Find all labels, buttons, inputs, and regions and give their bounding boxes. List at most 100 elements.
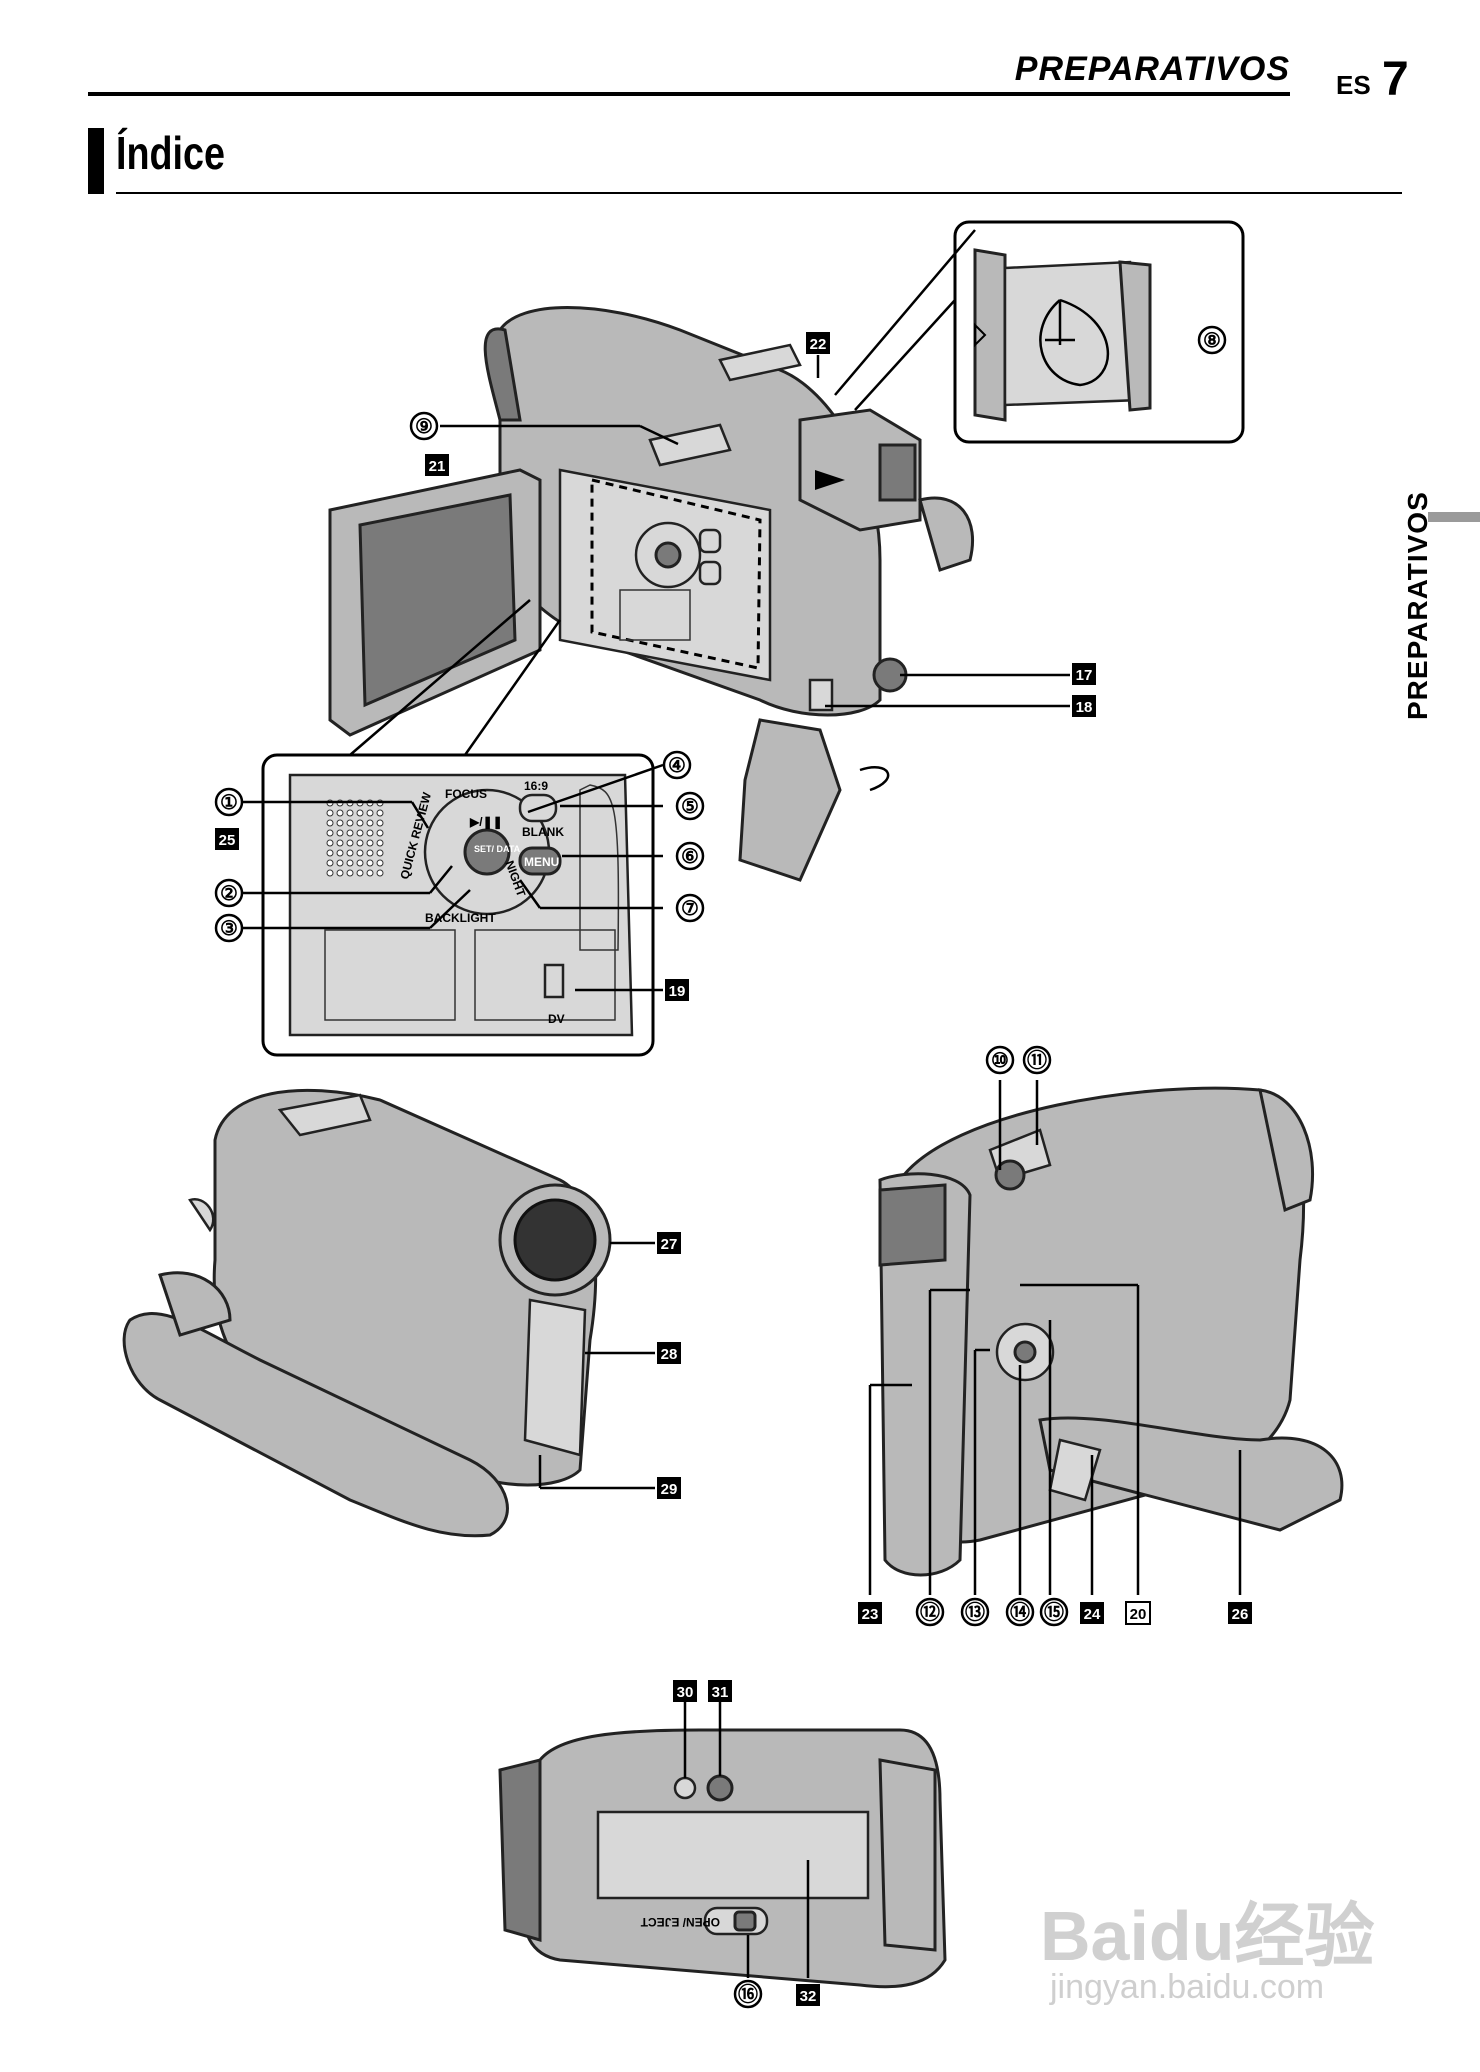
speaker-hole (356, 859, 364, 867)
speaker-hole (326, 809, 334, 817)
svg-text:29: 29 (661, 1481, 678, 1498)
callout-6: ⑥ (675, 841, 705, 871)
speaker-hole (356, 869, 364, 877)
ratio-label: 16:9 (524, 779, 548, 793)
speaker-hole (376, 829, 384, 837)
callout-3: ③ (214, 913, 244, 943)
callout-4: ④ (662, 750, 692, 780)
svg-text:⑬: ⑬ (965, 1601, 985, 1624)
title-marker (88, 128, 104, 194)
svg-text:20: 20 (1130, 1606, 1147, 1623)
callout-8: ⑧ (1197, 325, 1227, 355)
callout-23: 23 (858, 1602, 882, 1624)
svg-text:28: 28 (661, 1346, 678, 1363)
callout-21: 21 (425, 454, 449, 476)
callout-19: 19 (665, 979, 689, 1001)
svg-text:31: 31 (712, 1684, 729, 1701)
set-data-label: SET/ DATA (474, 844, 521, 854)
speaker-hole (376, 809, 384, 817)
camera-bottom-view (498, 1728, 947, 1989)
svg-text:⑮: ⑮ (1044, 1601, 1064, 1624)
speaker-hole (336, 869, 344, 877)
svg-text:17: 17 (1076, 667, 1093, 684)
camera-back-view (878, 1086, 1344, 1577)
backlight-label: BACKLIGHT (425, 911, 496, 925)
speaker-hole (356, 809, 364, 817)
language-code: ES (1336, 70, 1371, 100)
section-header: PREPARATIVOS (1014, 50, 1290, 88)
speaker-hole (366, 829, 374, 837)
watermark-url: jingyan.baidu.com (1050, 1968, 1325, 2006)
speaker-hole (326, 839, 334, 847)
callout-32: 32 (796, 1984, 820, 2006)
callout-9: ⑨ (409, 411, 439, 441)
speaker-hole (346, 839, 354, 847)
leader-lines (243, 355, 1242, 1978)
callout-10: ⑩ (985, 1045, 1015, 1075)
speaker-hole (336, 809, 344, 817)
svg-text:18: 18 (1076, 699, 1093, 716)
callout-7: ⑦ (675, 893, 705, 923)
svg-text:⑯: ⑯ (738, 1983, 758, 2006)
callout-15: ⑮ (1039, 1597, 1069, 1627)
speaker-hole (366, 869, 374, 877)
open-eject-label: OPEN/ EJECT (640, 1915, 720, 1929)
svg-text:③: ③ (220, 918, 238, 940)
speaker-hole (366, 839, 374, 847)
callout-29: 29 (657, 1477, 681, 1499)
speaker-hole (336, 859, 344, 867)
svg-text:⑦: ⑦ (681, 898, 699, 920)
speaker-hole (356, 829, 364, 837)
eyecup-detail-inset (834, 220, 1245, 444)
svg-text:23: 23 (862, 1606, 879, 1623)
watermark-brand: Baidu经验 (1040, 1897, 1375, 1975)
speaker-hole (346, 829, 354, 837)
menu-label: MENU (524, 855, 559, 869)
speaker-hole (336, 839, 344, 847)
circled-callouts: ① ② ③ ④ ⑤ ⑥ ⑦ ⑧ ⑨ ⑩ ⑪ ⑫ ⑬ ⑭ ⑮ ⑯ (214, 325, 1227, 2009)
callout-25: 25 (215, 828, 239, 850)
svg-text:②: ② (220, 883, 238, 905)
callout-27: 27 (657, 1232, 681, 1254)
callout-14: ⑭ (1005, 1597, 1035, 1627)
speaker-hole (326, 869, 334, 877)
svg-text:22: 22 (810, 336, 827, 353)
callout-22: 22 (806, 332, 830, 354)
callout-2: ② (214, 878, 244, 908)
speaker-hole (346, 869, 354, 877)
speaker-hole (366, 819, 374, 827)
svg-text:19: 19 (669, 983, 686, 1000)
svg-text:27: 27 (661, 1236, 678, 1253)
svg-text:⑥: ⑥ (681, 846, 699, 868)
callout-24: 24 (1080, 1602, 1104, 1624)
callout-12: ⑫ (915, 1597, 945, 1627)
speaker-hole (366, 809, 374, 817)
speaker-hole (366, 859, 374, 867)
speaker-hole (376, 849, 384, 857)
speaker-hole (336, 829, 344, 837)
svg-text:⑭: ⑭ (1010, 1601, 1030, 1624)
dv-label: DV (548, 1012, 565, 1026)
speaker-hole (356, 819, 364, 827)
svg-text:⑨: ⑨ (415, 416, 433, 438)
page-title: Índice (116, 127, 226, 179)
header-rule (88, 92, 1290, 96)
speaker-hole (376, 839, 384, 847)
speaker-grille (326, 799, 384, 877)
speaker-hole (326, 859, 334, 867)
svg-text:25: 25 (219, 832, 236, 849)
speaker-hole (336, 849, 344, 857)
speaker-hole (336, 819, 344, 827)
svg-text:⑪: ⑪ (1027, 1049, 1047, 1072)
svg-text:24: 24 (1084, 1606, 1101, 1623)
svg-text:⑩: ⑩ (991, 1050, 1009, 1072)
svg-text:26: 26 (1232, 1606, 1249, 1623)
svg-text:⑫: ⑫ (920, 1601, 940, 1624)
callout-30: 30 (673, 1680, 697, 1702)
speaker-hole (346, 819, 354, 827)
speaker-hole (366, 849, 374, 857)
callout-11: ⑪ (1022, 1045, 1052, 1075)
title-rule (116, 192, 1402, 194)
callout-1: ① (214, 787, 244, 817)
focus-label: FOCUS (445, 787, 487, 801)
